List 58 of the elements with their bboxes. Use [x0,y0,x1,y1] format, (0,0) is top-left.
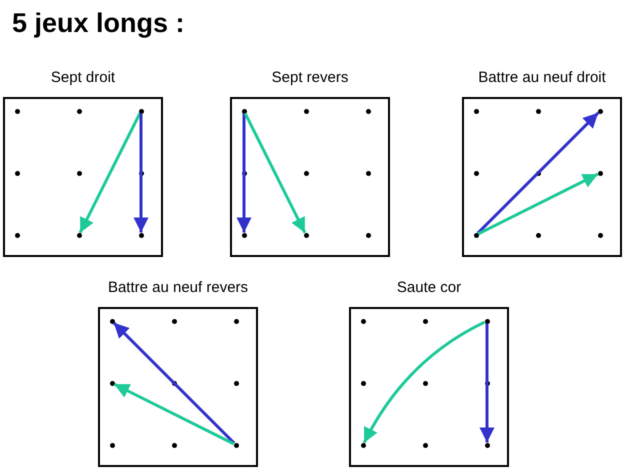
panel-heading: Battre au neuf revers [108,278,248,298]
grid-dot [172,318,176,324]
arrow [478,172,598,236]
arrow [480,324,494,442]
grid-dot [474,108,478,114]
grid-dot [598,108,602,114]
grid-dot [76,170,82,176]
title: 5 jeux longs : [12,8,185,39]
grid-dot [422,318,428,324]
arrow [114,382,234,446]
arrow [362,320,486,444]
grid-dot [422,442,428,448]
arrow [244,112,306,234]
grid-dot [172,380,176,386]
grid-dot [536,108,540,114]
grid-dot [76,232,82,238]
grid-dot [14,232,20,238]
panel-heading: Sept revers [272,68,348,88]
panel-heading: Sept droit [50,68,116,88]
grid-dot [304,108,308,114]
grid-dot [138,108,144,114]
grid-dot [110,380,114,386]
arrow [112,322,236,444]
grid-dot [14,108,20,114]
grid-dot [304,170,308,176]
grid-dot [172,442,176,448]
arrow [476,112,600,234]
arrow [78,112,142,234]
grid-dot [366,232,370,238]
grid-dot [242,108,246,114]
grid-dot [598,170,602,176]
grid-dot [474,170,478,176]
grid-dot [304,232,308,238]
grid-dot [360,318,366,324]
grid-dot [138,232,144,238]
grid-dot [360,380,366,386]
grid-dot [366,108,370,114]
grid-dot [360,442,366,448]
grid-dot [234,442,238,448]
grid-dot [110,442,114,448]
grid-dot [536,232,540,238]
grid-dot [110,318,114,324]
grid-dot [422,380,428,386]
grid-dot [536,170,540,176]
grid-dot [234,380,238,386]
panel-heading: Battre au neuf droit [478,68,606,88]
grid-dot [76,108,82,114]
arrow [134,114,148,232]
grid-dot [234,318,238,324]
grid-dot [14,170,20,176]
grid-dot [366,170,370,176]
arrow [236,114,252,232]
grid-dot [484,442,490,448]
grid-dot [598,232,602,238]
grid-dot [484,318,490,324]
panel-heading: Saute cor [396,278,462,298]
grid-dot [242,232,246,238]
grid-dot [474,232,478,238]
